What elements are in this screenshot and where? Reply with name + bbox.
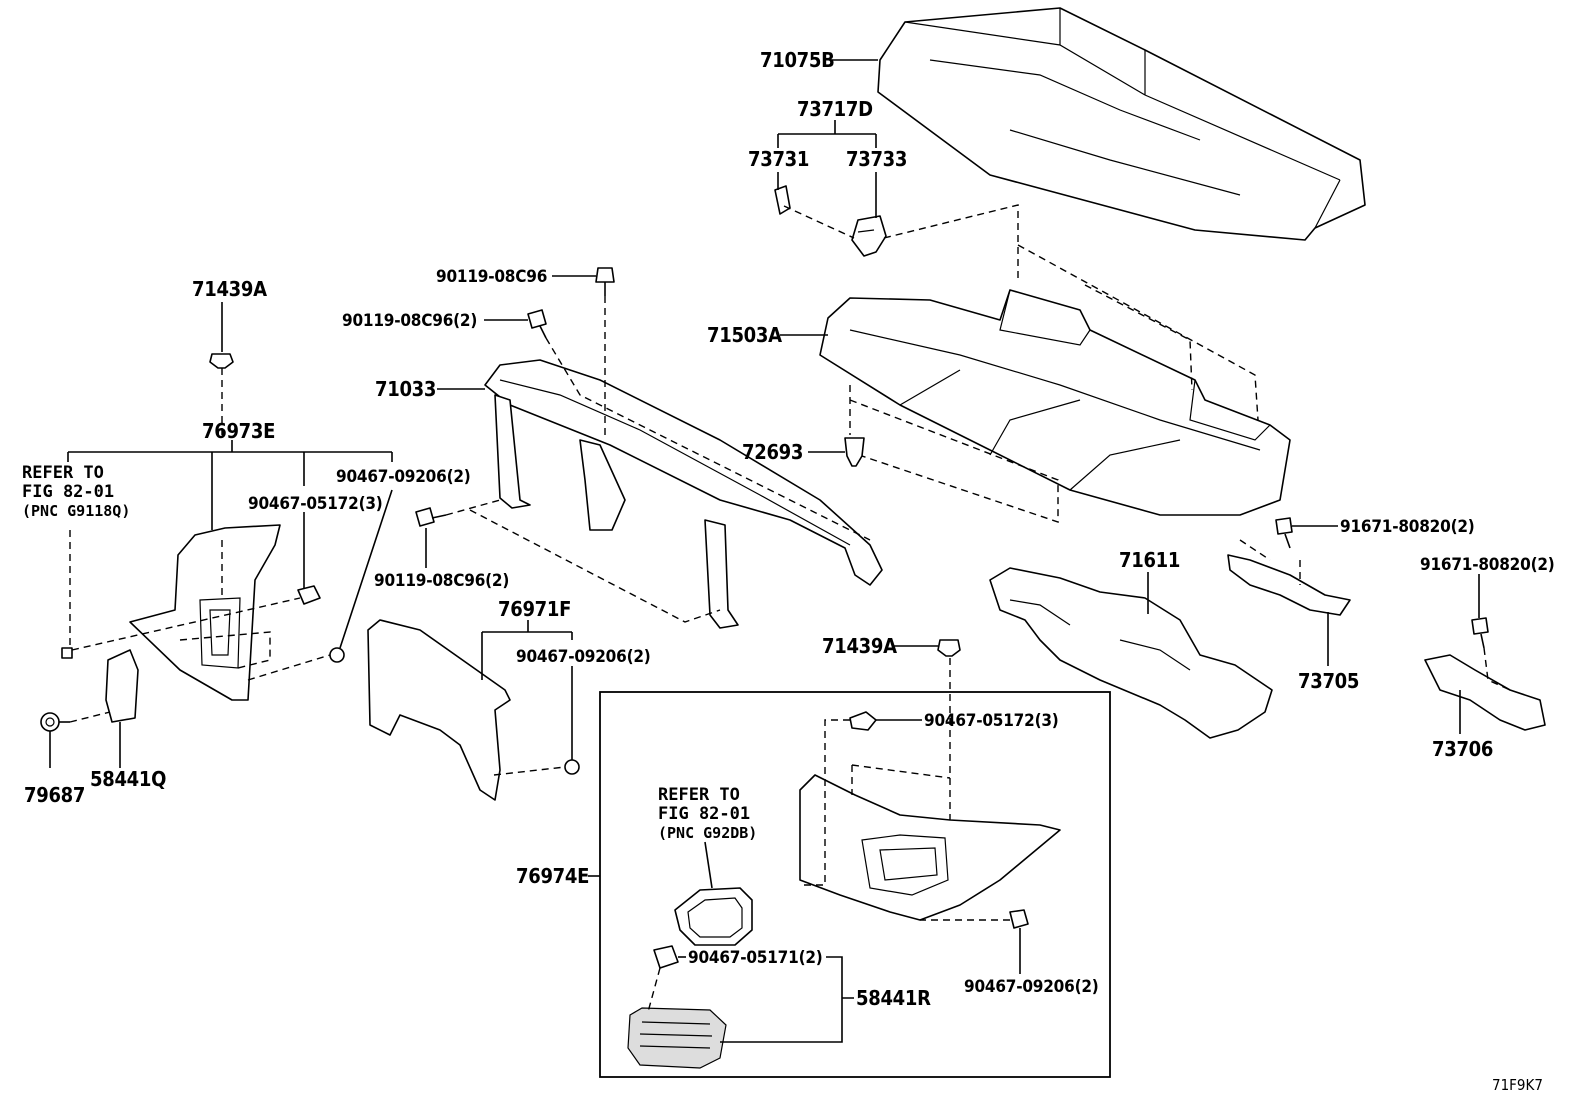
detail-box — [599, 691, 1111, 1078]
seat-cushion-pad-part — [819, 289, 1291, 516]
label-90119-08C96-a: 90119-08C96 — [436, 267, 547, 287]
seat-frame-part — [484, 359, 883, 629]
nut-90467-09206-box-part — [1009, 909, 1029, 929]
bolt-91671-80820-b-part — [1471, 617, 1489, 649]
label-71503A: 71503A — [707, 323, 782, 347]
label-90467-09206-b: 90467-09206(2) — [516, 647, 651, 667]
clip-90467-05171-part — [653, 945, 679, 969]
refer-box-line3: (PNC G92DB) — [658, 824, 757, 842]
refer-left-line3: (PNC G9118Q) — [22, 502, 130, 520]
label-90467-09206-c: 90467-09206(2) — [964, 977, 1099, 997]
refer-left-line2: FIG 82-01 — [22, 482, 114, 502]
refer-left-line1: REFER TO — [22, 463, 104, 483]
label-58441Q: 58441Q — [90, 767, 166, 791]
label-73706: 73706 — [1432, 737, 1493, 761]
grille-58441R-part — [627, 1007, 727, 1069]
label-76973E: 76973E — [202, 419, 275, 443]
label-72693: 72693 — [742, 440, 803, 464]
bolt-90119-08C96-c-part — [415, 507, 447, 527]
pad-71611-part — [989, 567, 1273, 739]
ref-square-left-part — [61, 647, 73, 659]
label-90467-05171: 90467-05171(2) — [688, 948, 823, 968]
label-73717D: 73717D — [797, 97, 873, 121]
leader-lines — [49, 59, 1480, 1043]
bolt-91671-80820-a-part — [1275, 517, 1293, 549]
label-71075B: 71075B — [760, 48, 835, 72]
label-90467-05172-b: 90467-05172(3) — [924, 711, 1059, 731]
grommet-72693-part — [844, 437, 865, 467]
clip-73731-part — [774, 185, 791, 215]
diagram-id: 71F9K7 — [1492, 1076, 1543, 1094]
label-79687: 79687 — [24, 783, 85, 807]
side-trim-76974E-part — [799, 774, 1061, 921]
label-71439A-mid: 71439A — [822, 634, 897, 658]
side-trim-76973E-part — [129, 524, 281, 701]
bracket-73705-part — [1227, 554, 1351, 616]
label-76971F: 76971F — [498, 597, 571, 621]
bolt-90119-08C96-2-part — [527, 309, 547, 339]
label-91671-80820-a: 91671-80820(2) — [1340, 517, 1475, 537]
bolt-90119-08C96-part — [595, 267, 615, 296]
nut-90467-09206-left-part — [329, 647, 345, 663]
label-73705: 73705 — [1298, 669, 1359, 693]
gasket-part — [674, 887, 753, 946]
cover-58441Q-part — [105, 649, 139, 723]
label-58441R: 58441R — [856, 986, 931, 1010]
panel-76971F-part — [367, 619, 511, 801]
refer-box-line2: FIG 82-01 — [658, 804, 750, 824]
refer-box-line1: REFER TO — [658, 785, 740, 805]
label-90467-09206-a: 90467-09206(2) — [336, 467, 471, 487]
label-90467-05172-a: 90467-05172(3) — [248, 494, 383, 514]
clip-90467-05172-left-part — [297, 585, 321, 605]
label-91671-80820-b: 91671-80820(2) — [1420, 555, 1555, 575]
label-76974E: 76974E — [516, 864, 589, 888]
label-71611: 71611 — [1119, 548, 1180, 572]
fastener-79687-part — [40, 712, 70, 732]
label-71439A-top: 71439A — [192, 277, 267, 301]
clip-71439A-mid-part — [937, 639, 961, 657]
bracket-73706-part — [1424, 654, 1546, 731]
clip-71439A-top-part — [209, 353, 234, 369]
clip-90467-05172-box-part — [849, 711, 877, 731]
label-90119-08C96-b: 90119-08C96(2) — [342, 311, 477, 331]
seat-cushion-cover-part — [877, 7, 1366, 241]
dashed-lines — [69, 204, 1511, 1013]
label-73733: 73733 — [846, 147, 907, 171]
nut-90467-09206-mid-part — [564, 759, 580, 775]
label-90119-08C96-c: 90119-08C96(2) — [374, 571, 509, 591]
bracket-73733-part — [851, 215, 887, 257]
label-73731: 73731 — [748, 147, 809, 171]
label-71033: 71033 — [375, 377, 436, 401]
